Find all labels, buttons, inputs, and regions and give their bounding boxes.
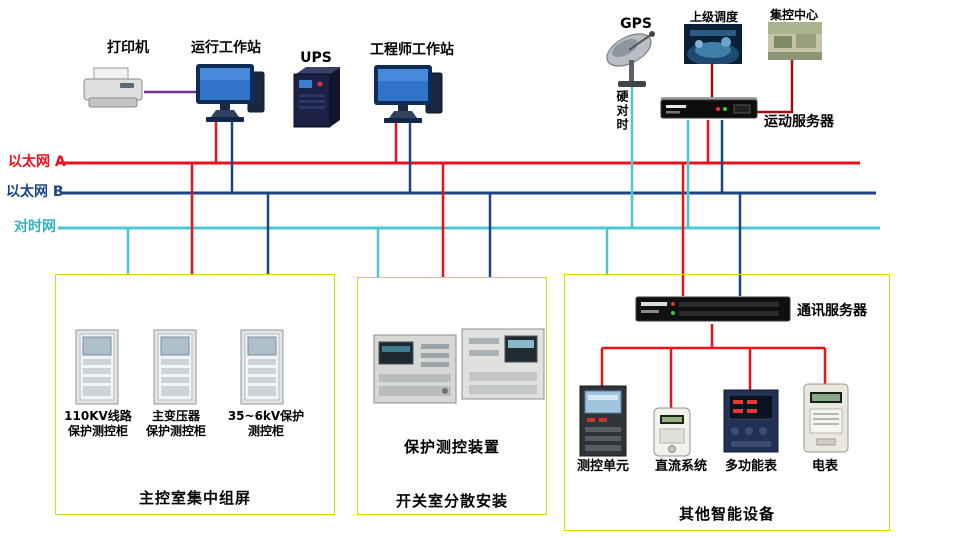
energy-meter-image (803, 383, 849, 453)
gps-antenna-image (602, 28, 664, 92)
group-switch-room: 保护测控装置 开关室分散安装 (357, 277, 547, 515)
protection-device-1-image (373, 334, 457, 404)
measure-unit-image (579, 385, 627, 457)
comm-server-image (635, 293, 791, 325)
ups-label: UPS (300, 50, 332, 66)
time-sync-label: 对时网 (14, 219, 56, 235)
control-center-photo (768, 22, 822, 60)
control-center-label: 集控中心 (769, 8, 818, 22)
engineer-ws-label: 工程师工作站 (370, 42, 454, 58)
cabinet-110kv-image (75, 329, 119, 407)
remote-server-image (660, 92, 758, 126)
operator-workstation-image (196, 64, 266, 126)
cabinet-transformer-image (153, 329, 197, 407)
remote-server-label: 运动服务器 (764, 114, 834, 130)
group-switch-room-title: 开关室分散安装 (395, 492, 508, 510)
hard-time-sync-label: 硬对时 (615, 90, 629, 132)
group-smart-devices-title: 其他智能设备 (678, 505, 775, 523)
cabinet-35-6kv-image (239, 329, 285, 407)
multifunction-meter-image (723, 389, 779, 453)
dc-system-label: 直流系统 (654, 459, 707, 474)
superior-dispatch-label: 上级调度 (689, 10, 738, 24)
operator-ws-label: 运行工作站 (191, 40, 261, 56)
dc-system-image (653, 407, 691, 457)
ups-image (286, 64, 346, 130)
comm-server-label: 通讯服务器 (797, 303, 867, 319)
superior-dispatch-photo (684, 24, 742, 64)
printer-label: 打印机 (107, 40, 149, 56)
ethernet-a-label: 以太网 A (8, 154, 66, 170)
group-main-control-room: 110KV线路 保护测控柜 主变压器 保护测控柜 35~6kV保护 测控柜 主控… (55, 274, 335, 515)
group-smart-devices: 通讯服务器 (564, 274, 890, 531)
cabinet-35-6kv-label: 35~6kV保护 测控柜 (227, 409, 305, 438)
protection-device-2-image (461, 328, 545, 400)
ethernet-b-label: 以太网 B (6, 184, 64, 200)
engineer-workstation-image (374, 64, 444, 128)
gps-label: GPS (620, 16, 652, 32)
multifunction-meter-label: 多功能表 (724, 459, 777, 474)
cabinet-110kv-label: 110KV线路 保护测控柜 (64, 409, 132, 438)
protection-device-label: 保护测控装置 (403, 438, 500, 456)
cabinet-transformer-label: 主变压器 保护测控柜 (145, 409, 206, 438)
measure-unit-label: 测控单元 (576, 459, 629, 474)
printer-image (82, 66, 144, 112)
control-center-server-line (756, 58, 794, 114)
energy-meter-label: 电表 (811, 459, 838, 474)
group-main-control-room-title: 主控室集中组屏 (138, 489, 251, 507)
